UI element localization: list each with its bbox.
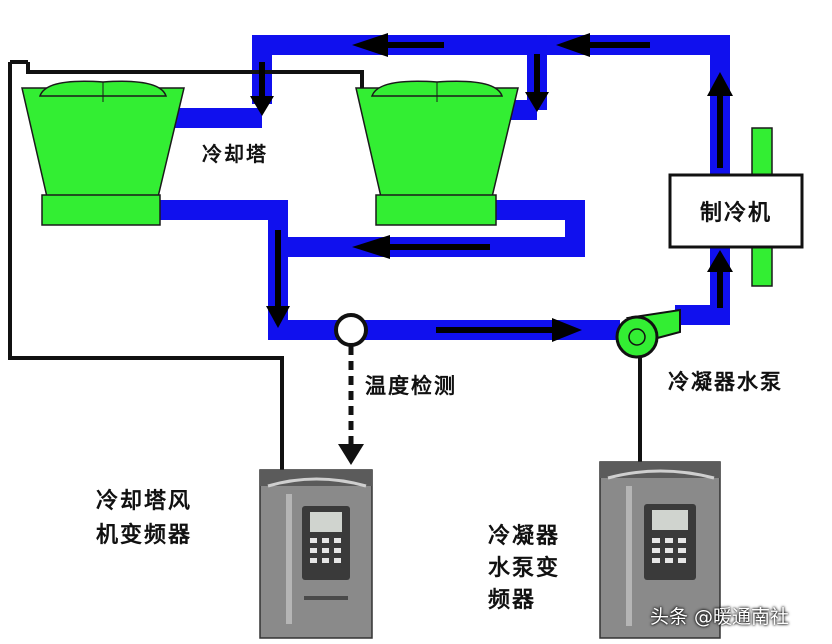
flow-arrow-bottom-right [436,318,582,342]
flow-arrow-up-to-chiller [707,250,733,308]
cooling-tower-2 [355,80,519,226]
cooling-tower-1-body [21,87,185,198]
flow-arrow-middle-left [352,235,490,259]
vfd-1-display [310,512,342,532]
pump-to-chiller-pipe [675,248,730,325]
chiller-box [668,173,804,249]
cooling-tower-1 [21,80,185,226]
chiller-label: 制冷机 [699,200,772,226]
control-wires [8,60,642,470]
tower-fan-control-wire [8,62,284,470]
condenser-pump-label: 冷凝器水泵 [668,369,783,394]
cooling-tower-1-basin [41,194,161,226]
flow-arrows [250,33,733,342]
vfd-2-display [652,510,688,530]
sensor-signal-arrowhead [338,444,364,465]
flow-arrow-down-tower-1 [250,62,274,116]
cooling-tower-fan-vfd [259,469,373,639]
flow-arrow-down-tower-2 [525,54,549,112]
flow-arrow-down-left-riser [266,230,290,328]
tower-fan-power-wire [26,62,364,88]
watermark: 头条 @暖通南社 [650,606,790,628]
temperature-sensor [334,313,368,347]
flow-arrow-top-left [352,33,444,57]
condenser-pump [615,308,681,359]
cooling-tower-2-basin [375,194,497,226]
flow-arrow-top-right [556,33,650,57]
temperature-sensor-label: 温度检测 [365,373,457,398]
cooling-tower-label: 冷却塔 [202,142,268,166]
tower-1-outlet-pipe [160,200,620,340]
condenser-pump-vfd [599,461,721,639]
cooling-tower-2-body [355,87,519,198]
tower-fan-vfd-label: 冷却塔风 机变频器 [96,488,193,548]
flow-arrow-up-to-top [707,72,733,168]
pump-vfd-label: 冷凝器 水泵变 频器 [488,523,561,613]
